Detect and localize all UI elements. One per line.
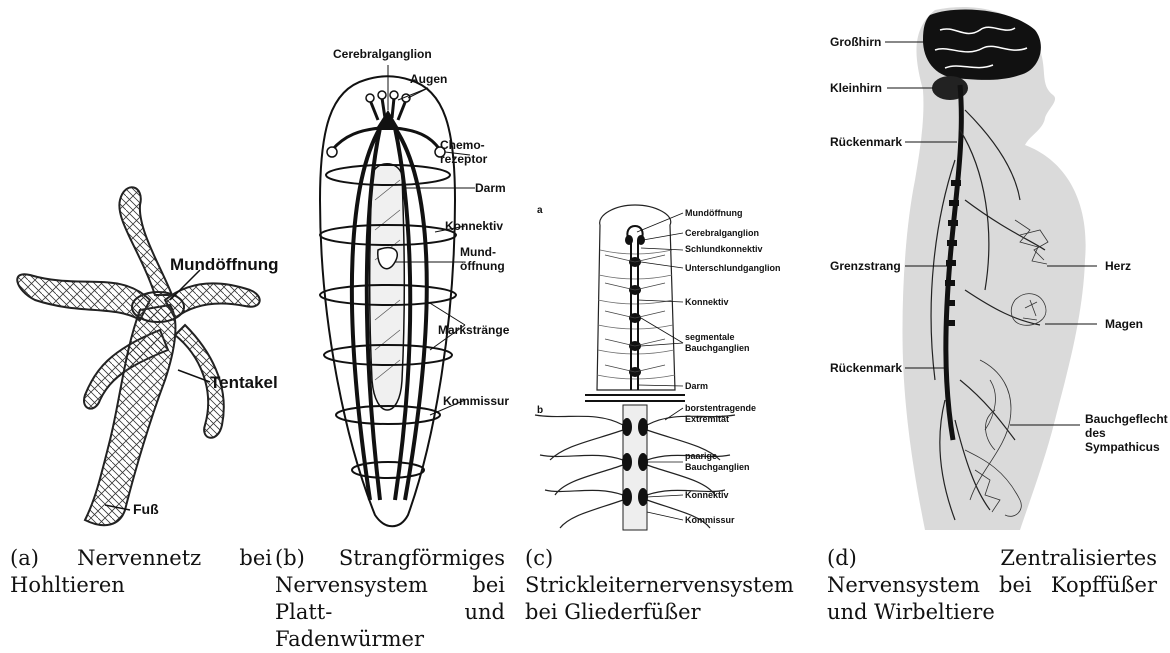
label-extremitaet: Extremität — [685, 414, 729, 424]
panel-d: Großhirn Kleinhirn Rückenmark Grenzstran… — [815, 0, 1170, 653]
panel-b: Cerebralganglion Augen Chemo- rezeptor D… — [280, 0, 520, 653]
label-mundoeffnung: Mundöffnung — [170, 255, 279, 274]
label-augen: Augen — [410, 72, 447, 86]
hydra-nerve-net-illustration: Mundöffnung Tentakel Fuß — [0, 0, 280, 540]
label-kommissur: Kommissur — [443, 394, 509, 408]
label-darm-c: Darm — [685, 381, 708, 391]
panel-c: a b Mundöffnung Cerebralganglion Schlund… — [525, 0, 785, 653]
label-sympathicus: Sympathicus — [1085, 440, 1160, 454]
label-paarige: paarige — [685, 451, 717, 461]
label-rueckenmark: Rückenmark — [830, 135, 902, 149]
flatworm-nervous-system-illustration: Cerebralganglion Augen Chemo- rezeptor D… — [280, 0, 520, 540]
caption-a-letter: (a) — [10, 546, 39, 570]
label-kommissur-c: Kommissur — [685, 515, 735, 525]
label-herz: Herz — [1105, 259, 1131, 273]
label-des: des — [1085, 426, 1106, 440]
label-bauchganglien: Bauchganglien — [685, 343, 750, 353]
label-mundoeffnung-c: Mundöffnung — [685, 208, 742, 218]
caption-b: (b) Strangförmiges Nervensystem bei Plat… — [275, 545, 505, 653]
label-markstraenge: Markstränge — [438, 323, 510, 337]
caption-b-letter: (b) — [275, 546, 305, 570]
caption-a: (a) Nervennetz bei Hohltieren — [10, 545, 272, 599]
label-bauchgeflecht: Bauchgeflecht — [1085, 412, 1168, 426]
caption-c-letter: (c) — [525, 546, 553, 570]
caption-c: (c) Strickleiternervensystem bei Glieder… — [525, 545, 770, 626]
caption-b-text: Strangförmiges Nervensystem bei Platt- u… — [275, 546, 505, 651]
label-chemo: Chemo- — [440, 138, 485, 152]
label-kleinhirn: Kleinhirn — [830, 81, 882, 95]
human-nervous-system-illustration: Großhirn Kleinhirn Rückenmark Grenzstran… — [815, 0, 1170, 540]
label-fuss: Fuß — [133, 501, 159, 517]
label-oeffnung: öffnung — [460, 259, 505, 273]
label-rezeptor: rezeptor — [440, 152, 488, 166]
label-cerebralganglion-c: Cerebralganglion — [685, 228, 759, 238]
label-darm: Darm — [475, 181, 506, 195]
caption-d: (d) Zentralisiertes Nervensystem bei Kop… — [827, 545, 1157, 626]
caption-d-text: Zentralisiertes Nervensystem bei Kopffüß… — [827, 546, 1157, 624]
label-b: b — [537, 405, 543, 416]
label-a: a — [537, 205, 543, 216]
label-borstentragende: borstentragende — [685, 403, 756, 413]
label-unterschlundganglion: Unterschlundganglion — [685, 263, 781, 273]
label-bauchganglien-b: Bauchganglien — [685, 462, 750, 472]
label-rueckenmark-2: Rückenmark — [830, 361, 902, 375]
label-konnektiv-b: Konnektiv — [685, 490, 729, 500]
label-konnektiv-c: Konnektiv — [685, 297, 729, 307]
caption-c-text: Strickleiternervensystem bei Gliederfüße… — [525, 573, 794, 624]
label-magen: Magen — [1105, 317, 1143, 331]
caption-a-text: Nervennetz bei Hohltieren — [10, 546, 272, 597]
label-konnektiv: Konnektiv — [445, 219, 503, 233]
panel-a: Mundöffnung Tentakel Fuß (a) Nervennetz … — [0, 0, 280, 653]
label-grenzstrang: Grenzstrang — [830, 259, 901, 273]
label-cerebralganglion: Cerebralganglion — [333, 47, 432, 61]
label-segmentale: segmentale — [685, 332, 735, 342]
caption-d-letter: (d) — [827, 546, 857, 570]
label-schlundkonnektiv: Schlundkonnektiv — [685, 244, 763, 254]
label-grosshirn: Großhirn — [830, 35, 881, 49]
label-mund: Mund- — [460, 245, 496, 259]
label-tentakel: Tentakel — [210, 373, 278, 392]
rope-ladder-nervous-system-illustration: a b Mundöffnung Cerebralganglion Schlund… — [525, 0, 785, 540]
